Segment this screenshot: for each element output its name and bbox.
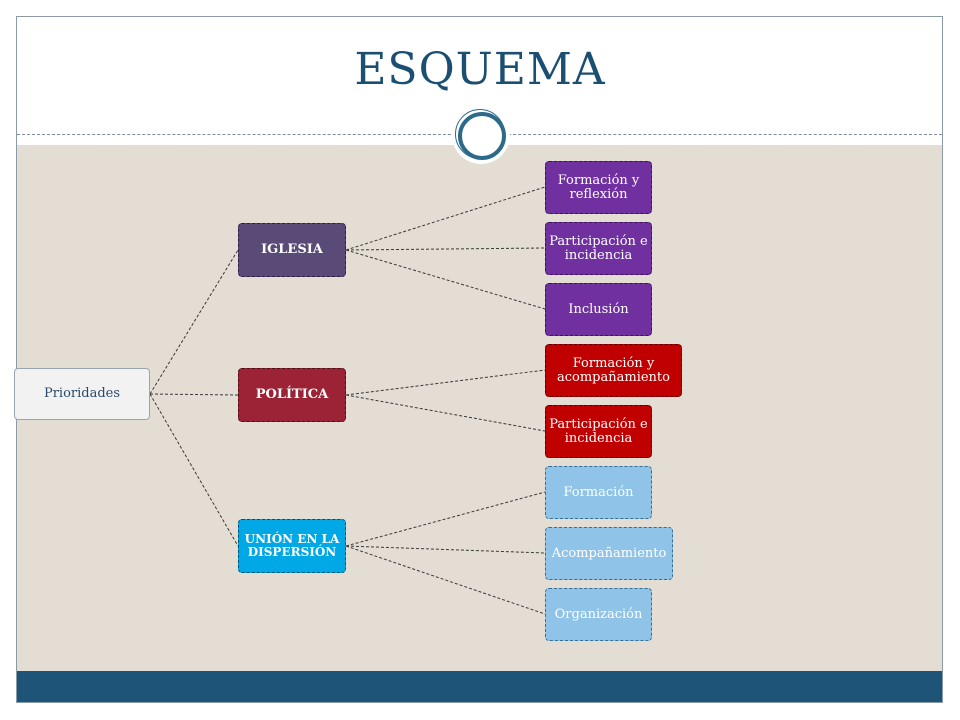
node-leaf-formacion-y-reflexion: Formación y reflexión: [545, 161, 652, 214]
connector-iglesia-leaf-3: [345, 249, 546, 310]
connector-root-union: [149, 393, 239, 547]
node-branch-union-en-la-dispersion: UNIÓN EN LA DISPERSIÓN: [238, 519, 346, 573]
node-root-prioridades: Prioridades: [14, 368, 150, 420]
ring-ornament-icon: [458, 112, 506, 160]
connector-politica-leaf-1: [345, 369, 546, 396]
slide-title: ESQUEMA: [354, 44, 606, 95]
node-branch-iglesia: IGLESIA: [238, 223, 346, 277]
footer-bar: [17, 671, 942, 703]
node-branch-politica: POLÍTICA: [238, 368, 346, 422]
node-leaf-acompanamiento: Acompañamiento: [545, 527, 673, 580]
connector-politica-leaf-2: [345, 394, 546, 432]
node-leaf-formacion: Formación: [545, 466, 652, 519]
connector-iglesia-leaf-2: [345, 247, 546, 251]
node-leaf-participacion-e-incidencia-politica: Participación e incidencia: [545, 405, 652, 458]
connector-union-leaf-3: [345, 545, 546, 615]
node-leaf-participacion-e-incidencia-iglesia: Participación e incidencia: [545, 222, 652, 275]
node-leaf-inclusion: Inclusión: [545, 283, 652, 336]
connector-root-politica: [149, 393, 239, 396]
node-leaf-organizacion: Organización: [545, 588, 652, 641]
connector-root-iglesia: [149, 249, 239, 395]
slide-frame: [16, 16, 943, 703]
connector-union-leaf-1: [345, 491, 546, 547]
content-area: [17, 145, 942, 671]
connector-union-leaf-2: [345, 545, 546, 554]
connector-iglesia-leaf-1: [345, 186, 546, 251]
node-leaf-formacion-y-acompanamiento: Formación y acompañamiento: [545, 344, 682, 397]
